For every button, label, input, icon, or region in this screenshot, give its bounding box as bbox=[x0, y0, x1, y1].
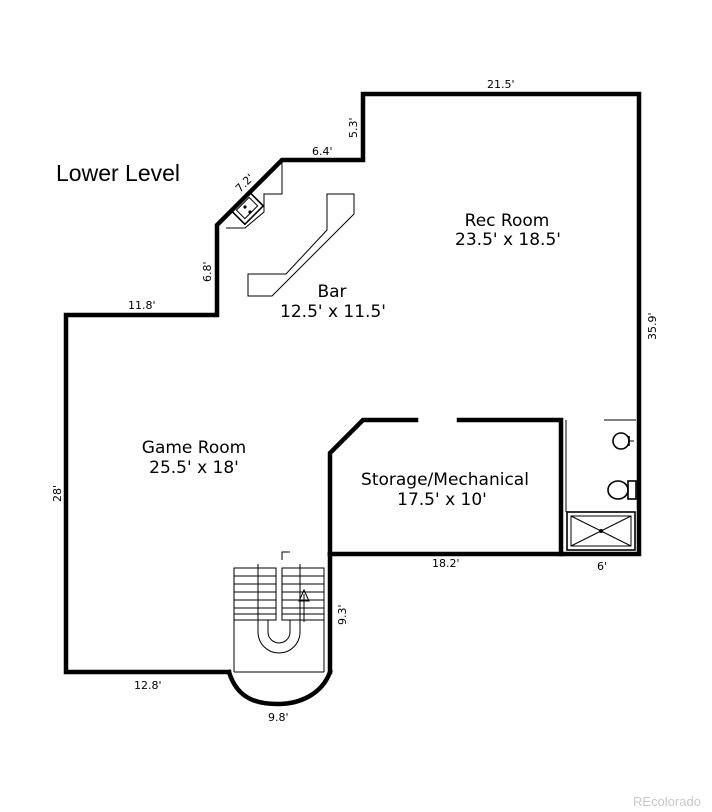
room-label-bar-name: Bar bbox=[317, 282, 346, 302]
dim-top: 21.5' bbox=[487, 78, 515, 91]
stair-direction-arrow-icon bbox=[298, 588, 310, 622]
dim-bottom-curve: 9.8' bbox=[268, 711, 289, 724]
dim-step-horizontal: 6.4' bbox=[312, 145, 333, 158]
dim-stair-right: 9.3' bbox=[336, 604, 349, 625]
staircase bbox=[233, 551, 325, 673]
room-label-storage-size: 17.5' x 10' bbox=[397, 490, 487, 510]
storage-wall-top bbox=[456, 417, 564, 557]
dim-storage-bottom: 18.2' bbox=[432, 557, 460, 570]
room-label-rec-room-size: 23.5' x 18.5' bbox=[455, 230, 561, 250]
dim-bottom-left: 12.8' bbox=[134, 679, 162, 692]
dim-left: 28' bbox=[51, 485, 64, 502]
toilet-icon bbox=[607, 480, 637, 500]
room-label-bar-size: 12.5' x 11.5' bbox=[280, 302, 386, 322]
stair-landing-wall bbox=[226, 669, 333, 707]
dim-bath-bottom: 6' bbox=[597, 560, 607, 573]
bar-sink-icon bbox=[226, 160, 283, 229]
watermark: REcolorado bbox=[633, 794, 701, 809]
storage-wall-left bbox=[327, 417, 419, 557]
shower-icon bbox=[566, 511, 636, 551]
dim-right: 35.9' bbox=[646, 312, 659, 340]
sink-icon bbox=[612, 432, 634, 450]
dim-left-ledge: 11.8' bbox=[128, 299, 156, 312]
dim-step-vertical: 5.3' bbox=[347, 117, 360, 138]
bar-counter bbox=[247, 193, 355, 297]
room-label-game-room-size: 25.5' x 18' bbox=[149, 458, 239, 478]
room-label-rec-room-name: Rec Room bbox=[465, 211, 550, 231]
room-label-storage-name: Storage/Mechanical bbox=[361, 470, 529, 490]
floor-title: Lower Level bbox=[56, 160, 180, 186]
dim-left-upper: 6.8' bbox=[201, 261, 214, 282]
room-label-game-room-name: Game Room bbox=[142, 438, 246, 458]
